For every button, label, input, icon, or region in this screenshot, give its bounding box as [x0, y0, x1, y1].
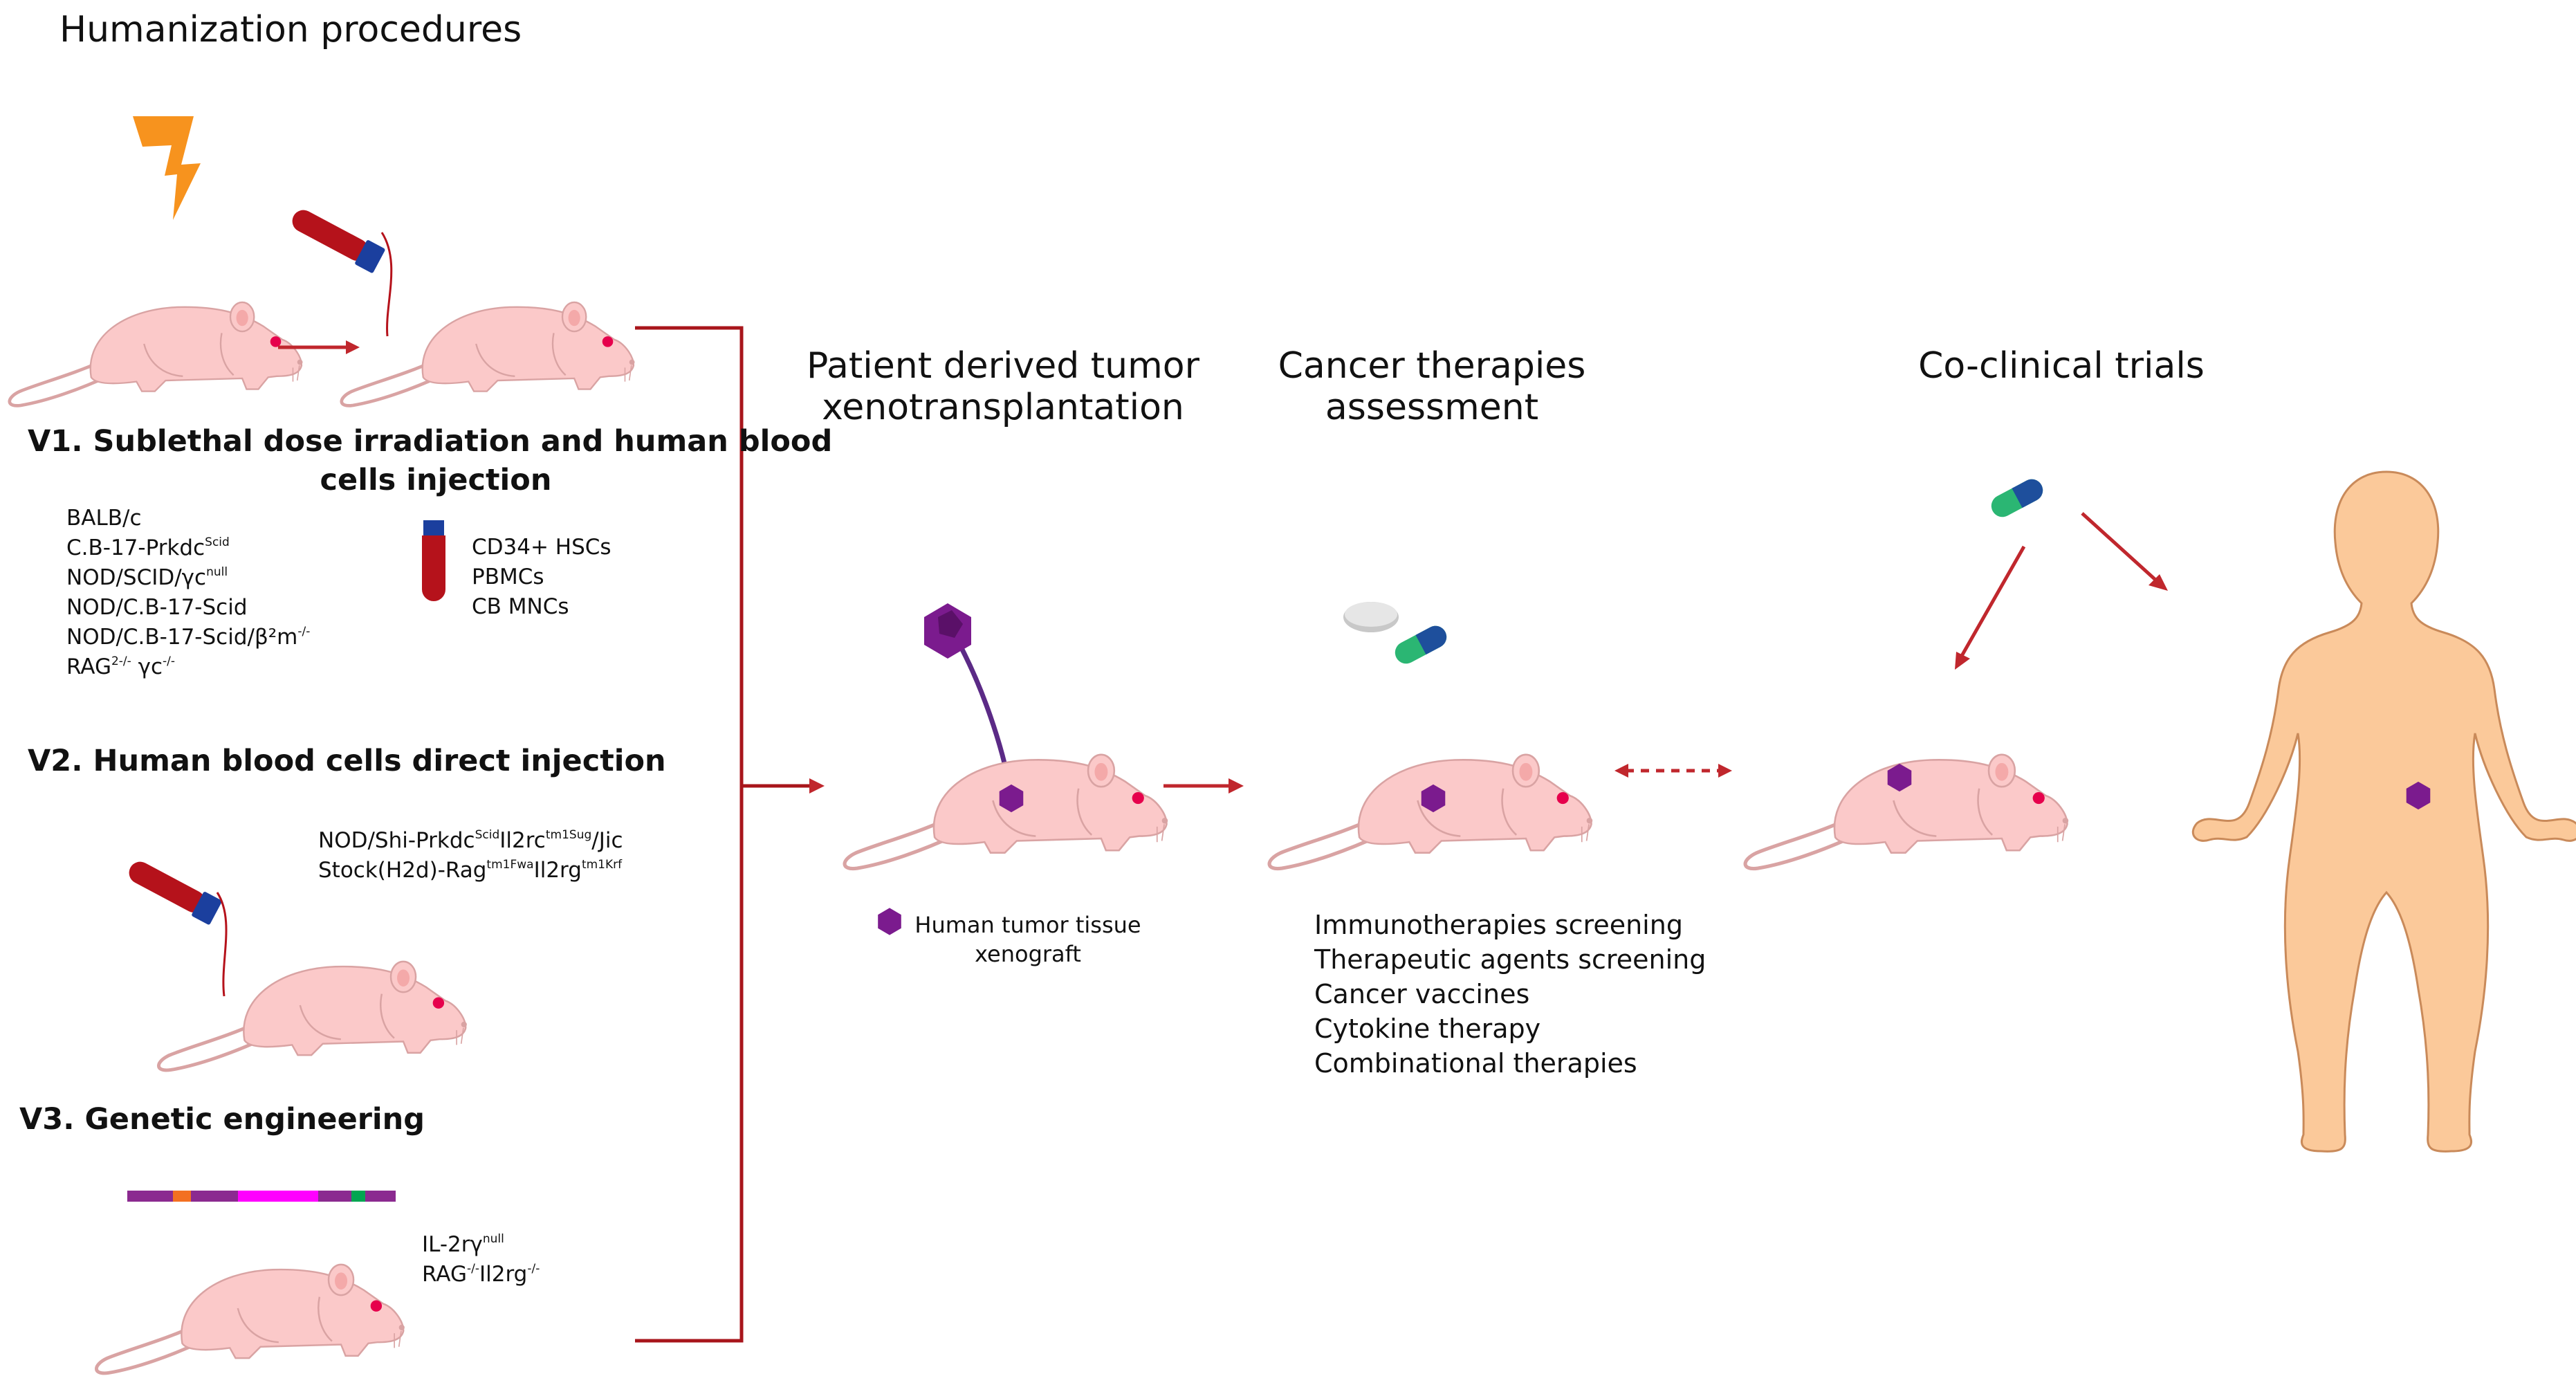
- cell-type: CD34+ HSCs: [472, 535, 611, 560]
- lightning-icon: [133, 116, 201, 220]
- therapy-item: Therapeutic agents screening: [1314, 944, 1706, 975]
- v1-title-line2: cells injection: [320, 463, 552, 497]
- pdx-legend-line: Human tumor tissue: [914, 912, 1141, 938]
- v2-strain-list: NOD/Shi-PrkdcScidIl2rctm1Sug/Jic Stock(H…: [318, 826, 623, 886]
- tablet-icon: [1343, 602, 1399, 632]
- mouse-irradiated: [10, 302, 303, 405]
- v2-strain: Stock(H2d)-Ragtm1FwaIl2rgtm1Krf: [318, 858, 623, 883]
- therapy-item: Cancer vaccines: [1314, 979, 1530, 1009]
- v1-title-line1: V1. Sublethal dose irradiation and human…: [28, 424, 833, 459]
- tumor-tissue-icon: [924, 603, 971, 659]
- v2-strain: NOD/Shi-PrkdcScidIl2rctm1Sug/Jic: [318, 828, 623, 853]
- v1-strain-list: BALB/c C.B-17-PrkdcScid NOD/SCID/γcnull …: [66, 504, 310, 682]
- bracket: [635, 326, 816, 1343]
- v1-strain: NOD/C.B-17-Scid/β²m-/-: [66, 625, 311, 650]
- cell-type: CB MNCs: [472, 594, 569, 619]
- syringe-v1: [287, 203, 386, 274]
- v3-strain: RAG-/-Il2rg-/-: [422, 1262, 540, 1287]
- legend-tumor-icon: [878, 908, 901, 935]
- mouse-v2: [158, 962, 466, 1070]
- mouse-v3: [96, 1265, 404, 1373]
- double-arrow: [1614, 764, 1732, 778]
- v3-strain: IL-2rγnull: [422, 1232, 504, 1257]
- v1-strain: BALB/c: [66, 506, 142, 531]
- mouse-injected: [342, 302, 635, 405]
- arrow-pill-to-human: [2081, 512, 2168, 591]
- v1-cell-list: CD34+ HSCs PBMCs CB MNCs: [472, 533, 611, 622]
- page-title: Humanization procedures: [59, 9, 522, 51]
- v1-strain: RAG2-/- γc-/-: [66, 654, 176, 679]
- v1-strain: C.B-17-PrkdcScid: [66, 535, 230, 560]
- therapy-item: Combinational therapies: [1314, 1048, 1637, 1079]
- pdx-legend: Human tumor tissue xenograft: [910, 910, 1146, 969]
- therapy-list: Immunotherapies screening Therapeutic ag…: [1314, 908, 1706, 1081]
- coclinical-title: Co-clinical trials: [1918, 345, 2205, 387]
- arrow-pdx-to-therapy: [1163, 778, 1244, 794]
- blood-tube-icon: [422, 520, 445, 601]
- v1-strain: NOD/SCID/γcnull: [66, 565, 228, 590]
- therapies-title-line2: assessment: [1325, 387, 1539, 428]
- v3-title: V3. Genetic engineering: [19, 1102, 425, 1137]
- v3-strain-list: IL-2rγnull RAG-/-Il2rg-/-: [422, 1230, 540, 1290]
- therapy-item: Immunotherapies screening: [1314, 910, 1683, 940]
- human-figure-icon: [2191, 470, 2576, 1153]
- arrow-v1: [278, 340, 360, 354]
- pdx-legend-line: xenograft: [975, 941, 1081, 967]
- arrow-to-pdx: [809, 778, 825, 794]
- v1-strain: NOD/C.B-17-Scid: [66, 595, 248, 620]
- syringe-v2: [124, 855, 223, 926]
- therapy-item: Cytokine therapy: [1314, 1014, 1541, 1044]
- cell-type: PBMCs: [472, 565, 544, 589]
- v2-title: V2. Human blood cells direct injection: [28, 744, 666, 778]
- mouse-pdx: [845, 755, 1168, 869]
- mouse-therapy: [1269, 755, 1592, 869]
- therapies-title-line1: Cancer therapies: [1278, 345, 1586, 387]
- pdx-title-line2: xenotransplantation: [822, 387, 1184, 428]
- pdx-title-line1: Patient derived tumor: [807, 345, 1199, 387]
- arrow-pill-to-mouse: [1955, 545, 2026, 670]
- gene-construct-icon: [127, 1191, 396, 1202]
